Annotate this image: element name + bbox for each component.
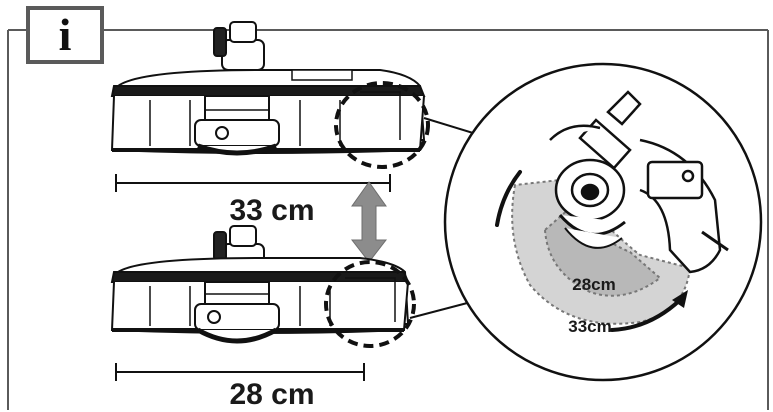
bottom-dimension-line (115, 363, 365, 381)
rotation-arrows (495, 170, 682, 332)
rotation-arrowhead (672, 290, 688, 308)
top-dimension-line (115, 174, 391, 192)
bottom-width-label: 28 cm (229, 378, 314, 411)
size-switch-arrow (350, 181, 388, 263)
top-width-label: 33 cm (229, 194, 314, 227)
outer-diameter-label: 33cm (568, 317, 611, 336)
info-icon-glyph: i (58, 9, 72, 60)
bottom-detail-circle (324, 260, 416, 348)
info-icon: i (26, 6, 104, 64)
detail-trimmer (549, 90, 729, 274)
top-detail-circle (334, 81, 430, 169)
bottom-trimmer-head (110, 225, 410, 344)
top-trimmer-head (110, 21, 426, 156)
outer-frame (7, 29, 769, 410)
inner-diameter-label: 28cm (572, 275, 615, 294)
